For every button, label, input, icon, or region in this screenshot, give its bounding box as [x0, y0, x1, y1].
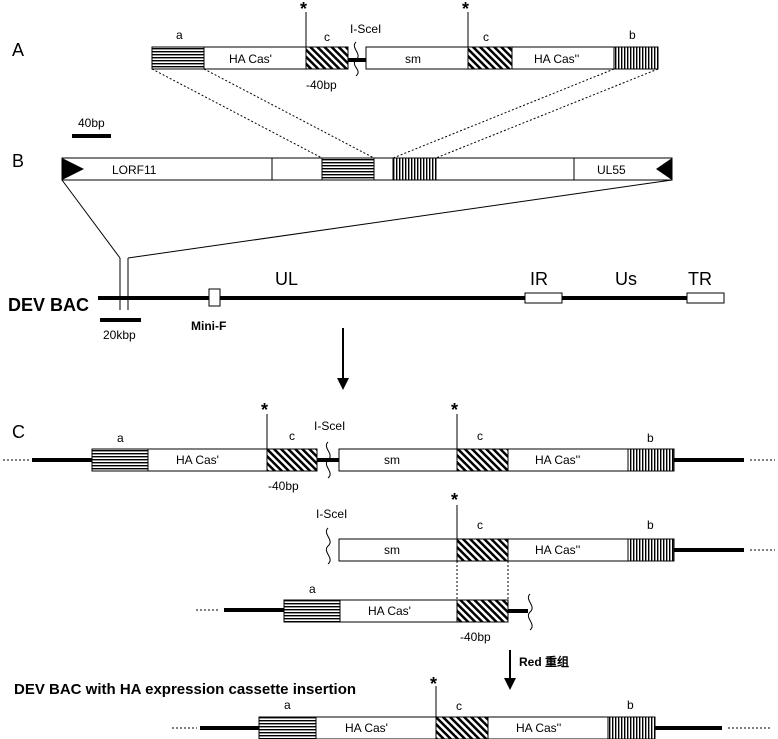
segment-c: [456, 538, 509, 562]
panel-c-label: C: [12, 422, 25, 442]
star-mark: *: [451, 490, 458, 510]
label-us: Us: [615, 269, 637, 289]
label-40bp: -40bp: [306, 78, 337, 92]
segment-c-right: [467, 46, 513, 70]
arrow-head: [337, 378, 349, 390]
label-ha-cas1: HA Cas': [345, 721, 388, 735]
label-c: c: [289, 429, 295, 443]
label-a: a: [309, 582, 316, 596]
genome-name: DEV BAC: [8, 295, 89, 315]
label-sm: sm: [405, 52, 421, 66]
label-isce: I-SceI: [316, 507, 347, 521]
label-sm: sm: [384, 453, 400, 467]
left-arrow-marker: [62, 158, 84, 180]
panel-c-row1: C * * a HA Cas' c I-SceI -40bp sm c HA C…: [3, 400, 775, 493]
connector-line: [203, 68, 375, 159]
segment-b: [607, 716, 656, 739]
homology-arm-b: [392, 157, 437, 181]
zoom-line-left: [61, 179, 121, 259]
label-c: c: [477, 518, 483, 532]
isce-site-wave: [325, 441, 331, 479]
label-tr: TR: [688, 269, 712, 289]
panel-b-label: B: [12, 151, 24, 171]
panel-c-row2: I-SceI * sm c HA Cas'' b: [316, 490, 775, 600]
label-b: b: [629, 28, 636, 42]
segment-c-left: [305, 46, 349, 70]
label-ha-cas2: HA Cas'': [535, 543, 580, 557]
label-b: b: [627, 698, 634, 712]
mini-f-box: [208, 288, 221, 307]
segment-b: [627, 538, 675, 562]
connector-line: [435, 68, 659, 159]
panel-a-label: A: [12, 40, 24, 60]
star-mark: *: [300, 0, 307, 19]
label-c: c: [483, 30, 489, 44]
label-ha-cas2: HA Cas'': [535, 453, 580, 467]
segment-c: [456, 599, 509, 623]
label-40bp: -40bp: [268, 479, 299, 493]
label-ir: IR: [530, 269, 548, 289]
final-title: DEV BAC with HA expression cassette inse…: [14, 681, 356, 698]
label-sm: sm: [384, 543, 400, 557]
segment-b: [627, 448, 675, 472]
arrow-head: [504, 678, 516, 690]
label-c: c: [477, 429, 483, 443]
scale-bar-bp: 40bp: [72, 116, 111, 138]
label-ha-cas2: HA Cas'': [516, 721, 561, 735]
connector-line: [151, 68, 323, 159]
scale-kbp-label: 20kbp: [103, 328, 136, 342]
label-ha-cas2: HA Cas'': [534, 52, 579, 66]
label-b: b: [647, 518, 654, 532]
segment-c-left: [266, 448, 318, 472]
panel-c-row3: a HA Cas' -40bp: [196, 582, 533, 644]
genome-map: DEV BAC Mini-F UL IR Us TR 20kbp: [8, 258, 725, 342]
label-ul: UL: [275, 269, 298, 289]
star-mark: *: [451, 400, 458, 420]
recomb-arrow: Red 重组: [504, 650, 569, 690]
star-mark: *: [462, 0, 469, 19]
scale-bp-label: 40bp: [78, 116, 105, 130]
label-a: a: [284, 698, 291, 712]
label-red-recomb: Red 重组: [519, 654, 569, 669]
label-c: c: [324, 30, 330, 44]
segment-c: [435, 716, 489, 739]
label-isce: I-SceI: [350, 22, 381, 36]
connector-line: [392, 68, 615, 159]
segment-b: [613, 46, 659, 70]
label-ha-cas1: HA Cas': [229, 52, 272, 66]
zoom-line-right: [127, 179, 673, 259]
isce-site-wave: [325, 527, 331, 565]
segment-a: [151, 46, 205, 70]
isce-site-wave: [353, 41, 359, 77]
panel-b: B LORF11 UL55: [12, 151, 673, 259]
homology-arm-a: [321, 157, 375, 181]
ir-box: [524, 292, 563, 304]
segment-c-right: [456, 448, 509, 472]
segment-a: [258, 716, 317, 739]
label-ha-cas1: HA Cas': [176, 453, 219, 467]
right-arrow-marker: [656, 158, 672, 180]
isce-site-wave: [527, 593, 533, 631]
segment-a: [283, 599, 341, 623]
label-a: a: [176, 28, 183, 42]
label-ha-cas1: HA Cas': [368, 604, 411, 618]
connectors-a-b: [151, 68, 659, 159]
label-a: a: [117, 431, 124, 445]
label-b: b: [647, 431, 654, 445]
label-ul55: UL55: [597, 163, 626, 177]
final-construct: DEV BAC with HA expression cassette inse…: [14, 674, 772, 739]
label-40bp: -40bp: [460, 630, 491, 644]
label-lorf11: LORF11: [112, 163, 157, 177]
label-isce: I-SceI: [314, 419, 345, 433]
label-c: c: [456, 699, 462, 713]
panel-a: A * * a HA Cas' c I-SceI -40bp sm c HA C…: [12, 0, 659, 92]
star-mark: *: [261, 400, 268, 420]
arrow-down: [337, 328, 349, 390]
tr-box: [686, 292, 725, 304]
label-mini-f: Mini-F: [191, 319, 226, 333]
star-mark: *: [430, 674, 437, 694]
segment-a: [91, 448, 149, 472]
